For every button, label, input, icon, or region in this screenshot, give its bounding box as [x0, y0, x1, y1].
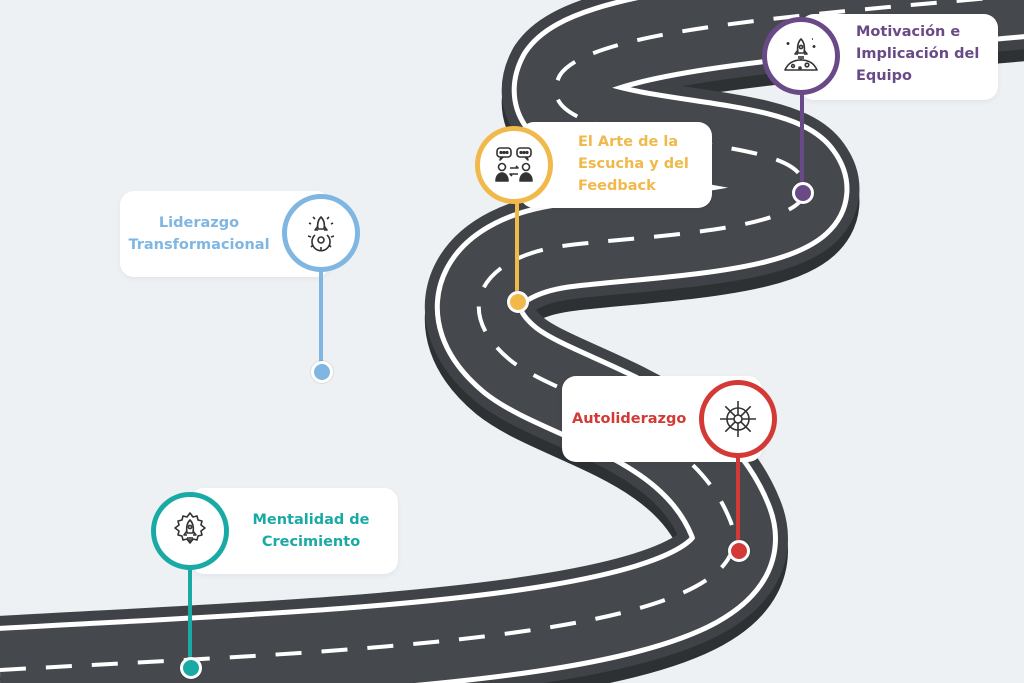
label-liderazgo-line1: Liderazgo — [158, 215, 240, 231]
label-motivacion-line2: Implicación del — [856, 46, 980, 62]
label-liderazgo: Liderazgo Transformacional — [124, 212, 274, 256]
stem-autoliderazgo — [736, 455, 740, 548]
ship-wheel-icon — [720, 401, 756, 437]
label-escucha-line2: Escucha y del — [578, 156, 689, 172]
label-mentalidad: Mentalidad de Crecimiento — [248, 509, 374, 553]
badge-mentalidad — [151, 492, 229, 570]
badge-escucha — [475, 126, 553, 204]
label-escucha-line1: El Arte de la — [578, 134, 679, 150]
label-escucha-line3: Feedback — [578, 178, 656, 194]
rocket-moon-icon — [784, 38, 818, 71]
label-autoliderazgo-line1: Autoliderazgo — [572, 411, 687, 427]
badge-motivacion — [762, 17, 840, 95]
conversation-exchange-icon — [495, 147, 533, 182]
label-motivacion: Motivación e Implicación del Equipo — [856, 21, 979, 87]
label-motivacion-line3: Equipo — [856, 68, 912, 84]
stem-motivacion — [800, 94, 804, 186]
stem-mentalidad — [188, 568, 192, 666]
label-autoliderazgo: Autoliderazgo — [572, 408, 686, 430]
label-escucha: El Arte de la Escucha y del Feedback — [578, 131, 689, 197]
dot-liderazgo — [311, 361, 333, 383]
dot-motivacion — [792, 182, 814, 204]
stem-escucha — [515, 200, 519, 300]
dot-autoliderazgo — [728, 540, 750, 562]
badge-liderazgo — [282, 194, 360, 272]
rocket-gear-icon — [174, 512, 206, 544]
label-mentalidad-line1: Mentalidad de — [252, 512, 370, 528]
label-motivacion-line1: Motivación e — [856, 24, 961, 40]
dot-escucha — [507, 291, 529, 313]
stem-liderazgo — [319, 270, 323, 370]
dot-mentalidad — [180, 657, 202, 679]
label-mentalidad-line2: Crecimiento — [261, 534, 361, 550]
badge-autoliderazgo — [699, 380, 777, 458]
label-liderazgo-line2: Transformacional — [128, 237, 270, 253]
rocket-launch-gear-icon — [307, 216, 335, 252]
